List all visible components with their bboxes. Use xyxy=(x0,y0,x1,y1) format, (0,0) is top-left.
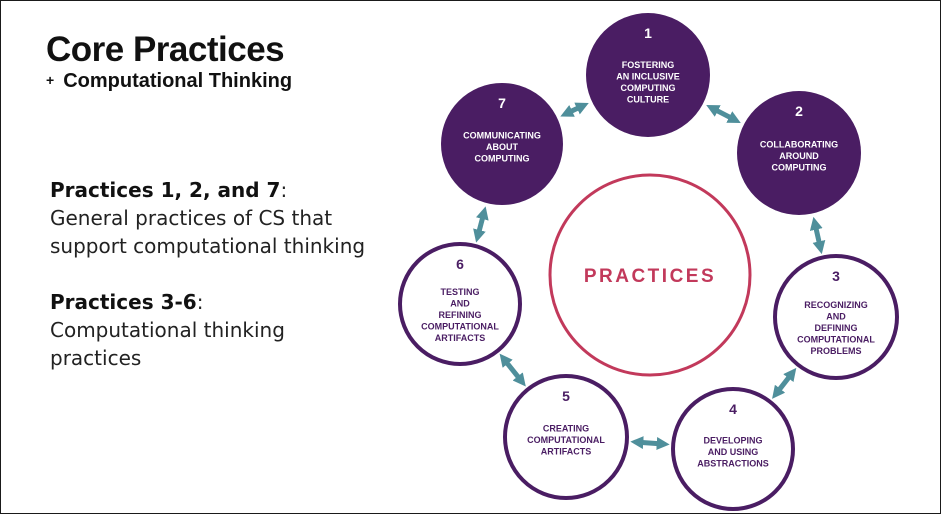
practice-label-line: COMPUTING xyxy=(772,163,827,173)
practice-number: 2 xyxy=(795,103,803,119)
practice-label-line: AROUND xyxy=(779,151,819,161)
practices-general-heading: Practices 1, 2, and 7 xyxy=(50,178,281,202)
cycle-arrow xyxy=(560,102,589,117)
cycle-arrow xyxy=(499,353,526,387)
practice-label-line: COMPUTING xyxy=(621,83,676,93)
practice-label-line: ABOUT xyxy=(486,142,518,152)
practice-label-line: AND xyxy=(450,299,470,309)
practice-label-line: ABSTRACTIONS xyxy=(697,459,769,469)
practice-number: 5 xyxy=(562,388,570,404)
practice-number: 1 xyxy=(644,25,652,41)
cycle-arrow xyxy=(706,105,741,123)
practice-label-line: FOSTERING xyxy=(622,60,675,70)
practice-label-line: COMMUNICATING xyxy=(463,131,541,141)
practice-label-line: PROBLEMS xyxy=(810,346,861,356)
practice-label-line: AN INCLUSIVE xyxy=(616,71,680,81)
practices-general-block: Practices 1, 2, and 7: General practices… xyxy=(50,176,390,260)
practices-ct-line2: practices xyxy=(50,346,142,370)
practice-label-line: TESTING xyxy=(440,287,479,297)
practice-label-line: DEFINING xyxy=(814,323,857,333)
practice-label-line: AND USING xyxy=(708,447,759,457)
practice-label-line: REFINING xyxy=(438,310,481,320)
practice-number: 7 xyxy=(498,95,506,111)
practice-label-line: COMPUTATIONAL xyxy=(797,335,875,345)
practice-label-line: ARTIFACTS xyxy=(435,333,486,343)
practice-number: 6 xyxy=(456,256,464,272)
practices-general-line2: support computational thinking xyxy=(50,234,366,258)
arrow-group xyxy=(473,102,826,451)
practice-label-line: RECOGNIZING xyxy=(804,300,868,310)
practice-number: 3 xyxy=(832,268,840,284)
cycle-arrow xyxy=(809,216,826,255)
practice-circle xyxy=(773,254,899,380)
practice-label-line: CREATING xyxy=(543,424,589,434)
subtitle-text: Computational Thinking xyxy=(63,70,293,92)
practices-ct-heading: Practices 3-6 xyxy=(50,290,197,314)
subtitle-plus: + xyxy=(46,72,55,88)
practice-circle xyxy=(586,13,710,137)
center-label: PRACTICES xyxy=(584,266,716,287)
practice-label-line: COLLABORATING xyxy=(760,140,838,150)
practice-label-line: CULTURE xyxy=(627,94,669,104)
practice-circle xyxy=(503,374,629,500)
practices-general-colon: : xyxy=(280,178,288,202)
practices-general-line1: General practices of CS that xyxy=(50,206,333,230)
practices-ct-block: Practices 3-6: Computational thinking pr… xyxy=(50,288,390,372)
practice-circle xyxy=(398,242,522,366)
center-ring xyxy=(548,173,752,377)
practice-label-line: DEVELOPING xyxy=(703,436,762,446)
practice-circle xyxy=(671,387,795,511)
practice-label-line: COMPUTATIONAL xyxy=(527,435,605,445)
practice-label-line: AND xyxy=(826,312,846,322)
cycle-arrow xyxy=(772,367,797,399)
practices-ct-line1: Computational thinking xyxy=(50,318,285,342)
slide-subtitle: + Computational Thinking xyxy=(46,70,292,93)
practice-label-line: COMPUTATIONAL xyxy=(421,322,499,332)
center-ring-group: PRACTICES xyxy=(548,173,752,377)
practice-number: 4 xyxy=(729,401,737,417)
practice-circle xyxy=(441,83,563,205)
practice-label-line: ARTIFACTS xyxy=(541,447,592,457)
cycle-arrow xyxy=(630,436,670,451)
practice-circle xyxy=(737,91,861,215)
practice-label-line: COMPUTING xyxy=(475,154,530,164)
slide-title: Core Practices xyxy=(46,30,285,69)
cycle-arrow xyxy=(473,206,489,243)
practices-ct-colon: : xyxy=(196,290,204,314)
